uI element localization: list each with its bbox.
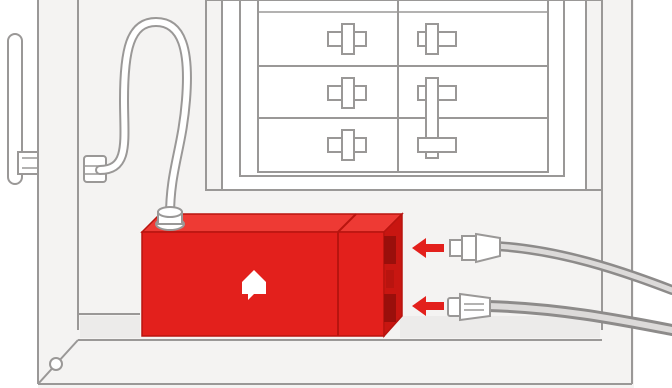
speech-bubble-house-icon xyxy=(242,270,266,300)
hub-cable-connector xyxy=(155,206,185,231)
hub-device xyxy=(140,206,404,338)
power-insert-arrow xyxy=(412,296,444,316)
ethernet-plug-icon xyxy=(449,232,501,264)
cabinet-shelf xyxy=(38,313,632,385)
power-plug-icon xyxy=(447,292,491,322)
breaker-switch-icon xyxy=(327,23,367,55)
hub-power-port xyxy=(384,294,396,322)
breaker-switch-icon xyxy=(327,77,367,109)
ethernet-cable xyxy=(491,241,672,295)
hub-ethernet-port xyxy=(384,236,396,264)
cabinet-hinge-hole xyxy=(49,357,63,371)
power-cable xyxy=(482,300,672,336)
clamp-to-hub-cable xyxy=(95,16,192,221)
breaker-panel xyxy=(205,0,603,191)
antenna-icon xyxy=(7,33,39,185)
breaker-switch-icon xyxy=(417,137,457,153)
breaker-switch-icon xyxy=(327,129,367,161)
breaker-switch-icon xyxy=(417,23,457,55)
ethernet-insert-arrow xyxy=(412,238,444,258)
